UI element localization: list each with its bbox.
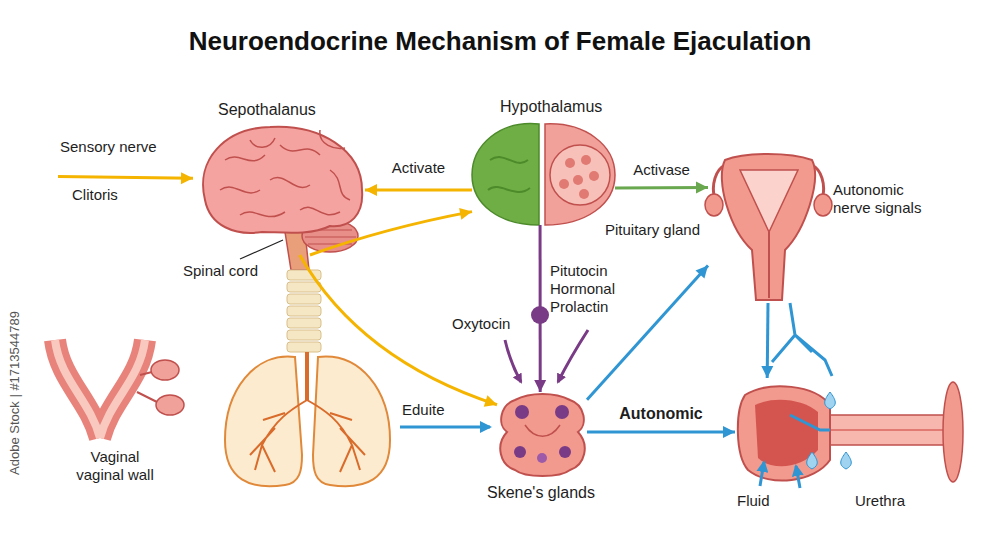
- connector: [615, 182, 708, 194]
- bladder-urethra-drawing: [738, 382, 963, 488]
- arrow-head: [459, 208, 472, 220]
- arrow-head: [484, 395, 497, 406]
- node-text: Fluid: [737, 492, 770, 510]
- skene-glands: Skene's glands: [497, 392, 587, 477]
- hormone-label: Oxytocin: [452, 315, 510, 333]
- arrow-head: [723, 426, 735, 438]
- connector: [365, 184, 472, 196]
- brain: Sepothalanus: [193, 125, 365, 255]
- node-text: Hypothalamus: [500, 97, 602, 116]
- connector-line: [310, 212, 472, 255]
- arrow-head: [534, 380, 546, 392]
- bladder-urethra: FluidUrethra: [735, 378, 965, 488]
- hypothalamus-drawing: [472, 124, 615, 225]
- arrow-head: [696, 182, 708, 194]
- sensory-source: Sensory nerveClitoris: [58, 138, 168, 208]
- edge-label: Activate: [390, 159, 447, 177]
- arrow-head: [761, 366, 773, 378]
- connector: [310, 208, 472, 255]
- node-text: Vaginal vaginal wall: [65, 448, 165, 484]
- node-text: Sensory nerve: [60, 138, 157, 156]
- node-text: Urethra: [855, 492, 905, 510]
- hypothalamus: Hypothalamus: [472, 122, 615, 225]
- part-label: Spinal cord: [183, 262, 258, 280]
- edge-label: Autonomic: [617, 404, 705, 423]
- vaginal-drawing: [55, 340, 184, 438]
- connector-line: [58, 177, 193, 179]
- edge-label: Activase: [631, 161, 692, 179]
- connector: [58, 172, 193, 184]
- node-text: Pituitary gland: [605, 221, 700, 239]
- hormone-arrow: [505, 340, 521, 382]
- connector-line: [587, 430, 735, 433]
- connector-line: [539, 225, 542, 392]
- connector-line: [615, 186, 708, 189]
- connector: [534, 225, 546, 392]
- uterus: Pituitary glandAutonomic nerve signals: [708, 153, 828, 303]
- pathway-label: Eduite: [402, 401, 445, 419]
- skene-drawing: [500, 394, 584, 476]
- uterus-drawing: [705, 154, 832, 300]
- hormone-label: Pitutocin Hormonal Prolactin: [550, 262, 635, 316]
- vaginal-illustration: Vaginal vaginal wall: [35, 338, 185, 493]
- connector-line: [365, 188, 472, 191]
- connector: [587, 426, 735, 438]
- connector: [761, 303, 773, 378]
- arrow-head: [181, 172, 193, 184]
- eduite-arrow: [400, 426, 490, 429]
- hormone-arrow: [558, 330, 588, 382]
- node-text: Clitoris: [72, 186, 118, 204]
- arrow-head: [365, 184, 377, 196]
- arrow-head: [696, 266, 708, 279]
- brain-drawing: [203, 127, 362, 270]
- node-text: Sepothalanus: [218, 100, 316, 119]
- diagram-title: Neuroendocrine Mechanism of Female Ejacu…: [0, 26, 1000, 57]
- watermark: Adobe Stock | #1713544789: [7, 311, 23, 475]
- nerve-branch: [772, 303, 832, 376]
- node-text: Skene's glands: [487, 483, 595, 502]
- node-text: Autonomic nerve signals: [833, 181, 941, 217]
